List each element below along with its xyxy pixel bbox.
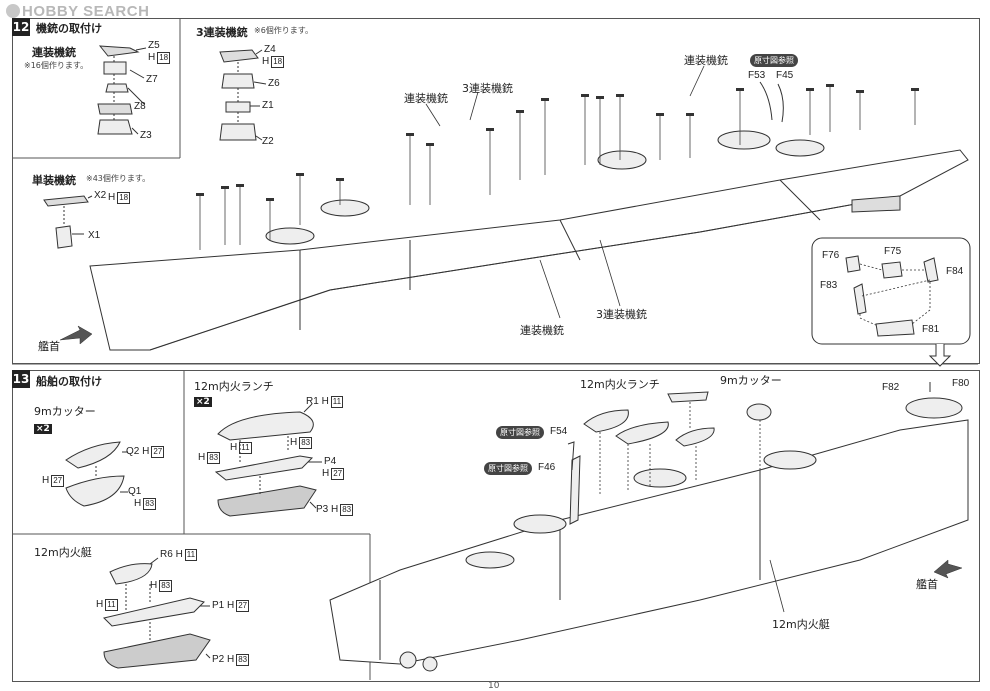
- part-q1: Q1: [128, 486, 142, 497]
- part-z2: Z2: [262, 136, 274, 147]
- single-mg-title: 単装機銃: [32, 174, 76, 187]
- part-f45: F45: [776, 70, 794, 81]
- twin-mg-note: ※16個作ります。: [24, 61, 89, 70]
- part-f80: F80: [952, 378, 970, 389]
- ref-badge-step12: 原寸図参照: [750, 54, 798, 67]
- bow-label-step13: 艦首: [916, 578, 938, 591]
- step12-number: 12: [12, 18, 30, 36]
- launch-count-badge: ×2: [194, 397, 212, 407]
- ship-label-launch: 12m内火ランチ: [580, 378, 660, 391]
- part-x2: X2: [94, 190, 107, 201]
- cutter-title: 9mカッター: [34, 405, 96, 418]
- part-p4: P4: [324, 456, 337, 467]
- ship-label-triple-1: 3連装機銃: [462, 82, 513, 95]
- bow-label-step12: 艦首: [38, 340, 60, 353]
- triple-mg-note: ※6個作ります。: [254, 26, 313, 35]
- part-z1: Z1: [262, 100, 274, 111]
- part-z7: Z7: [146, 74, 158, 85]
- ship-label-cutter: 9mカッター: [720, 374, 782, 387]
- ship-label-triple-2: 3連装機銃: [596, 308, 647, 321]
- single-mg-note: ※43個作ります。: [86, 174, 151, 183]
- part-f84: F84: [946, 266, 964, 277]
- part-z6: Z6: [268, 78, 280, 89]
- twin-mg-title: 連装機銃: [32, 46, 76, 59]
- part-f76: F76: [822, 250, 840, 261]
- step12-title: 機銃の取付け: [36, 22, 102, 35]
- cutter-count-badge: ×2: [34, 424, 52, 434]
- part-z3: Z3: [140, 130, 152, 141]
- ref-badge-f54: 原寸図参照: [496, 426, 544, 439]
- part-f82: F82: [882, 382, 900, 393]
- ref-badge-f46: 原寸図参照: [484, 462, 532, 475]
- page-number: 10: [488, 681, 500, 691]
- ship-label-motorboat: 12m内火艇: [772, 618, 830, 631]
- part-x1: X1: [88, 230, 101, 241]
- ship-label-twin-3: 連装機銃: [520, 324, 564, 337]
- part-f81: F81: [922, 324, 940, 335]
- part-z8: Z8: [134, 101, 146, 112]
- part-z4: Z4: [264, 44, 276, 55]
- triple-mg-title: 3連装機銃: [196, 26, 248, 39]
- part-f83: F83: [820, 280, 838, 291]
- part-f46: F46: [538, 462, 556, 473]
- part-f54: F54: [550, 426, 568, 437]
- part-f53: F53: [748, 70, 766, 81]
- boat-title: 12m内火艇: [34, 546, 92, 559]
- part-f75: F75: [884, 246, 902, 257]
- step13-frame: [12, 370, 980, 682]
- launch-title: 12m内火ランチ: [194, 380, 274, 393]
- step13-number: 13: [12, 370, 30, 388]
- ship-label-twin-1: 連装機銃: [404, 92, 448, 105]
- ship-label-twin-2: 連装機銃: [684, 54, 728, 67]
- step13-title: 船舶の取付け: [36, 375, 102, 388]
- part-z5: Z5: [148, 40, 160, 51]
- watermark-logo: HOBBY SEARCH: [6, 3, 149, 20]
